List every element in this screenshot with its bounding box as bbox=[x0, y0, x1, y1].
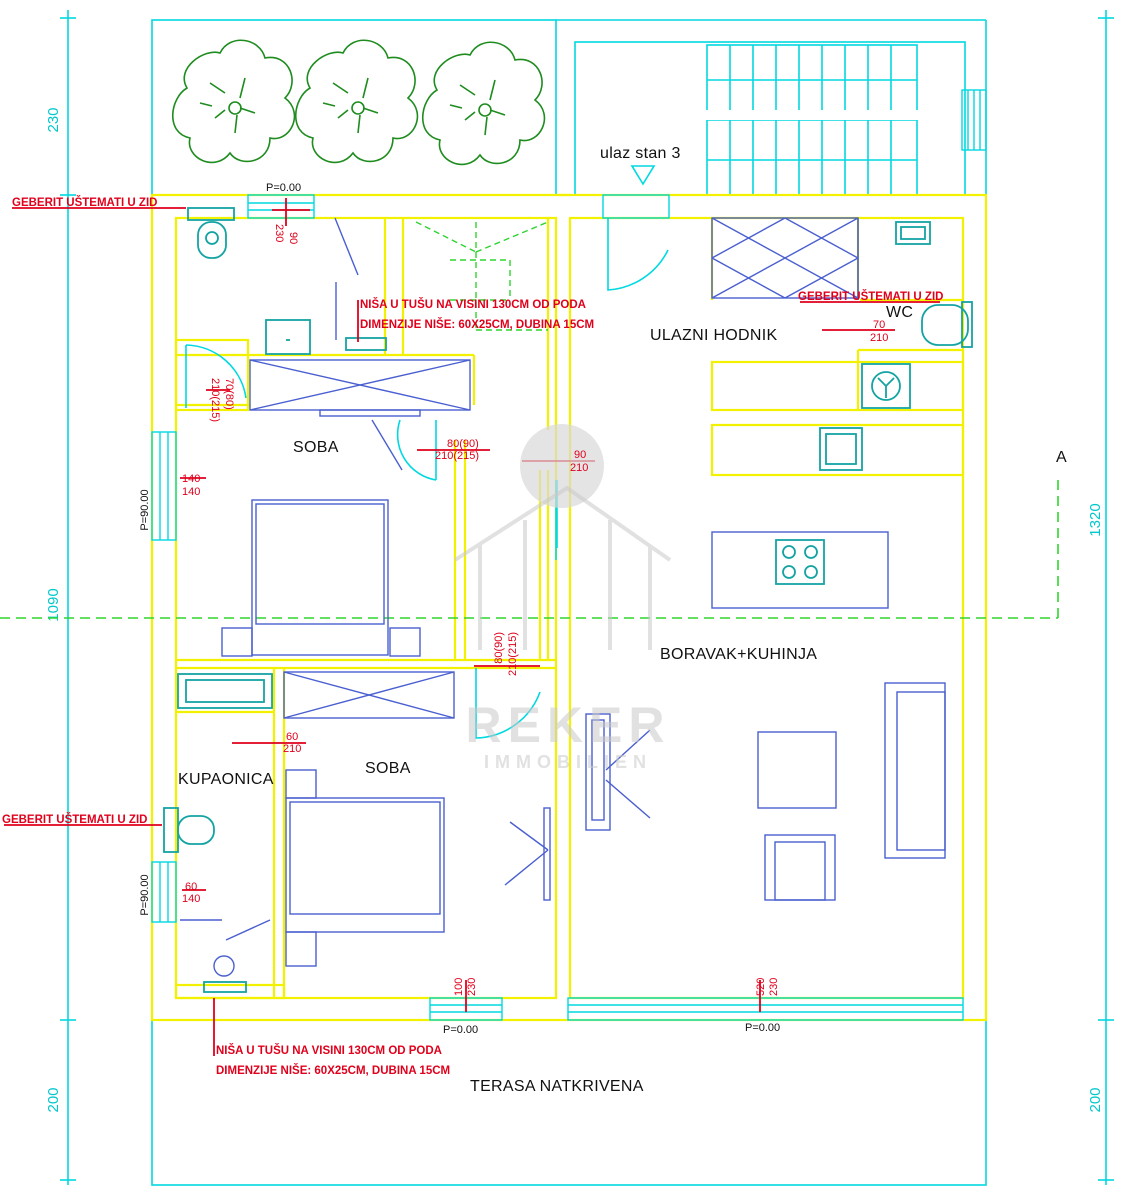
opening-soba-window-w: 140 bbox=[182, 473, 200, 485]
watermark-brand: REKER bbox=[465, 697, 670, 753]
shower-tray-icon bbox=[203, 981, 247, 993]
level-left-window-top: P=90.00 bbox=[139, 489, 151, 530]
room-label-ulazni-hodnik: ULAZNI HODNIK bbox=[650, 327, 777, 344]
room-label-kupaonica: KUPAONICA bbox=[178, 771, 274, 788]
stair-zigzag bbox=[415, 221, 549, 331]
level-top-window: P=0.00 bbox=[266, 182, 301, 194]
bed-bottom bbox=[285, 797, 445, 933]
dim-left-middle: 1090 bbox=[45, 588, 62, 621]
coffee-table bbox=[757, 731, 837, 809]
wc-sink-icon bbox=[895, 221, 931, 245]
nightstand-right-bottom bbox=[285, 931, 317, 967]
opening-top-window-h: 230 bbox=[273, 224, 285, 242]
room-label-terasa: TERASA NATKRIVENA bbox=[470, 1078, 644, 1095]
furniture bbox=[180, 217, 946, 977]
geberit-note-top: GEBERIT UŠTEMATI U ZID bbox=[12, 196, 157, 209]
opening-kupaonica-door-h: 210 bbox=[283, 743, 301, 755]
watermark-sub: IMMOBILIEN bbox=[484, 752, 652, 772]
opening-kupaonica-window-h: 140 bbox=[182, 893, 200, 905]
opening-bath-door-w: 70(80) bbox=[223, 378, 235, 410]
bed-top bbox=[251, 499, 389, 656]
nisa-note-bottom-line1: NIŠA U TUŠU NA VISINI 130CM OD PODA bbox=[216, 1044, 442, 1057]
dimension-lines bbox=[60, 10, 1114, 1185]
room-label-soba-top: SOBA bbox=[293, 439, 339, 456]
level-left-window-bottom: P=90.00 bbox=[139, 874, 151, 915]
opening-bottom-window-left-w: 100 bbox=[453, 978, 465, 996]
opening-soba-door-h: 210(215) bbox=[435, 450, 479, 462]
room-label-wc: WC bbox=[886, 304, 913, 321]
opening-top-window-w: 90 bbox=[287, 232, 299, 244]
dim-left-bottom: 200 bbox=[45, 1087, 62, 1112]
geberit-note-bottom: GEBERIT UŠTEMATI U ZID bbox=[2, 813, 147, 826]
toilet-top-icon bbox=[197, 221, 227, 259]
section-axis bbox=[0, 480, 1059, 619]
tree-icon bbox=[422, 41, 546, 166]
room-label-soba-bottom: SOBA bbox=[365, 760, 411, 777]
opening-soba-bottom-door-w: 80(90) bbox=[493, 632, 505, 664]
hall-door-marker bbox=[520, 424, 604, 508]
nisa-note-top-line2: DIMENZIJE NIŠE: 60X25CM, DUBINA 15CM bbox=[360, 318, 594, 331]
opening-bath-door-h: 210(215) bbox=[209, 378, 221, 422]
opening-wc-door-h: 210 bbox=[870, 332, 888, 344]
opening-soba-bottom-door-h: 210(215) bbox=[507, 632, 519, 676]
opening-bottom-window-left-h: 230 bbox=[466, 978, 478, 996]
washer-icon bbox=[861, 363, 911, 409]
fixtures bbox=[163, 207, 973, 993]
tv-unit bbox=[585, 713, 611, 831]
stair-window bbox=[961, 89, 987, 151]
opening-wc-door-w: 70 bbox=[873, 319, 885, 331]
level-bottom-window-left: P=0.00 bbox=[443, 1024, 478, 1036]
watermark-house-icon bbox=[453, 485, 672, 650]
level-bottom-window-right: P=0.00 bbox=[745, 1022, 780, 1034]
nightstand-right-top bbox=[389, 627, 421, 657]
opening-bottom-window-right-w: 520 bbox=[755, 978, 767, 996]
geberit-box-icon bbox=[345, 337, 387, 351]
dim-left-top: 230 bbox=[45, 107, 62, 132]
opening-bottom-window-right-h: 230 bbox=[768, 978, 780, 996]
nightstand-left-bottom bbox=[285, 769, 317, 799]
opening-hall-door-w: 90 bbox=[574, 449, 586, 461]
opening-soba-window-h: 140 bbox=[182, 486, 200, 498]
opening-kupaonica-door-w: 60 bbox=[286, 731, 298, 743]
oven-icon bbox=[819, 427, 863, 471]
room-label-boravak: BORAVAK+KUHINJA bbox=[660, 646, 817, 663]
doors bbox=[185, 218, 669, 739]
nisa-note-bottom-line2: DIMENZIJE NIŠE: 60X25CM, DUBINA 15CM bbox=[216, 1064, 450, 1077]
sink-top-icon bbox=[265, 319, 311, 355]
opening-soba-door-w: 80(90) bbox=[447, 438, 479, 450]
dim-right-bottom: 200 bbox=[1087, 1087, 1104, 1112]
opening-hall-door-h: 210 bbox=[570, 462, 588, 474]
section-marker: A bbox=[1056, 449, 1067, 466]
tree-icons bbox=[172, 39, 546, 166]
bathtub-icon bbox=[177, 673, 273, 709]
nightstand-left-top bbox=[221, 627, 253, 657]
opening-kupaonica-window-w: 60 bbox=[185, 881, 197, 893]
tree-icon bbox=[172, 39, 296, 164]
entrance-arrow-icon bbox=[630, 165, 656, 186]
stair-gap bbox=[705, 110, 919, 120]
watermark: REKER IMMOBILIEN bbox=[453, 485, 672, 772]
sofa bbox=[884, 682, 946, 859]
tree-icon bbox=[295, 39, 419, 164]
walls bbox=[150, 193, 988, 1022]
toilet-tank-icon bbox=[187, 207, 235, 221]
wardrobe-bottom bbox=[283, 671, 455, 719]
windows bbox=[151, 194, 964, 1021]
cooktop-icon bbox=[775, 539, 825, 585]
kitchen-island bbox=[711, 531, 889, 609]
dim-right-middle: 1320 bbox=[1087, 503, 1104, 536]
wc-toilet-icon bbox=[921, 304, 969, 346]
geberit-note-wc: GEBERIT UŠTEMATI U ZID bbox=[798, 290, 943, 303]
nisa-note-top-line1: NIŠA U TUŠU NA VISINI 130CM OD PODA bbox=[360, 298, 586, 311]
entrance-label: ulaz stan 3 bbox=[600, 145, 681, 162]
